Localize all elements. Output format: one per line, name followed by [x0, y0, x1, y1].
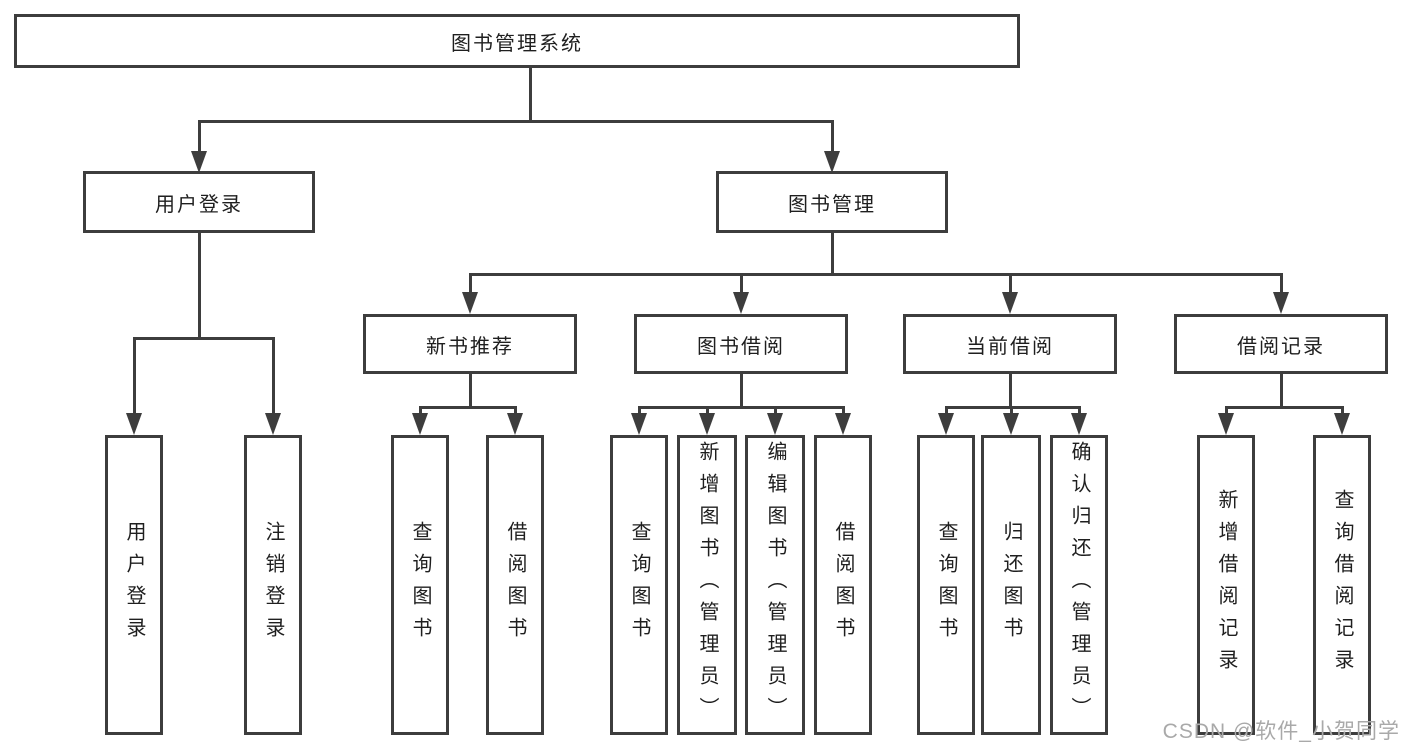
node-borrow-records: 借阅记录	[1174, 314, 1388, 374]
node-label: 图书管理系统	[451, 32, 583, 55]
node-edit-book-admin: 编辑图书（管理员）	[745, 435, 805, 735]
node-confirm-return-admin: 确认归还（管理员）	[1050, 435, 1108, 735]
arrow-down-icon	[733, 292, 749, 314]
connector-drop-leaf	[1009, 406, 1013, 415]
node-label: 借阅图书	[504, 521, 526, 649]
node-user-login: 用户登录	[83, 171, 315, 233]
node-label: 图书管理	[788, 193, 876, 216]
connector-drop-leaf	[705, 406, 709, 415]
arrow-down-icon	[1002, 292, 1018, 314]
connector-level3-bus	[468, 273, 1283, 276]
node-add-book-admin: 新增图书（管理员）	[677, 435, 737, 735]
connector-drop-book-mgmt	[830, 120, 834, 153]
node-query-book-current: 查询图书	[917, 435, 975, 735]
connector-drop-leaf	[513, 406, 517, 415]
connector-user-login-bus	[132, 337, 275, 340]
node-book-management: 图书管理	[716, 171, 948, 233]
connector-drop-leaf	[1224, 406, 1228, 415]
connector-drop-leaf	[773, 406, 777, 415]
node-label: 用户登录	[155, 193, 243, 216]
arrow-down-icon	[835, 413, 851, 435]
connector-groupB-stem	[739, 374, 743, 406]
connector-drop-new-book	[468, 273, 472, 294]
node-borrow-book-recommend: 借阅图书	[486, 435, 544, 735]
node-new-book-recommend: 新书推荐	[363, 314, 577, 374]
arrow-down-icon	[507, 413, 523, 435]
arrow-down-icon	[699, 413, 715, 435]
node-add-borrow-record: 新增借阅记录	[1197, 435, 1255, 735]
connector-root-stem	[528, 68, 532, 120]
connector-groupA-stem	[468, 374, 472, 406]
connector-drop-book-borrow	[739, 273, 743, 294]
node-query-borrow-record: 查询借阅记录	[1313, 435, 1371, 735]
node-library-management-system: 图书管理系统	[14, 14, 1020, 68]
connector-drop-leaf	[418, 406, 422, 415]
arrow-down-icon	[767, 413, 783, 435]
connector-level1-bus	[197, 120, 834, 123]
node-book-borrowing: 图书借阅	[634, 314, 848, 374]
arrow-down-icon	[126, 413, 142, 435]
connector-groupD-bus	[1224, 406, 1344, 409]
arrow-down-icon	[462, 292, 478, 314]
node-current-borrowing: 当前借阅	[903, 314, 1117, 374]
connector-drop-borrow-records	[1279, 273, 1283, 294]
connector-drop-leaf	[637, 406, 641, 415]
arrow-down-icon	[1071, 413, 1087, 435]
node-label: 归还图书	[1000, 521, 1022, 649]
node-label: 查询图书	[628, 521, 650, 649]
node-label: 借阅记录	[1237, 335, 1325, 358]
node-label: 确认归还（管理员）	[1068, 441, 1090, 729]
connector-drop-leaf	[944, 406, 948, 415]
node-label: 图书借阅	[697, 335, 785, 358]
node-label: 新增图书（管理员）	[696, 441, 718, 729]
node-label: 新书推荐	[426, 335, 514, 358]
node-label: 借阅图书	[832, 521, 854, 649]
arrow-down-icon	[631, 413, 647, 435]
node-label: 编辑图书（管理员）	[764, 441, 786, 729]
node-label: 查询图书	[409, 521, 431, 649]
node-user-login-leaf: 用户登录	[105, 435, 163, 735]
node-logout-leaf: 注销登录	[244, 435, 302, 735]
connector-drop-leaf	[841, 406, 845, 415]
arrow-down-icon	[1218, 413, 1234, 435]
arrow-down-icon	[1334, 413, 1350, 435]
connector-drop-current-borrow	[1008, 273, 1012, 294]
connector-drop-leaf	[1340, 406, 1344, 415]
arrow-down-icon	[1003, 413, 1019, 435]
csdn-watermark: CSDN @软件_小贺同学	[1162, 720, 1400, 743]
arrow-down-icon	[412, 413, 428, 435]
connector-drop-login-leaf	[132, 337, 136, 415]
arrow-down-icon	[265, 413, 281, 435]
node-label: 注销登录	[262, 521, 284, 649]
node-label: 新增借阅记录	[1215, 489, 1237, 681]
connector-user-login-stem	[197, 233, 201, 337]
arrow-down-icon	[191, 151, 207, 173]
connector-groupB-bus	[637, 406, 845, 409]
arrow-down-icon	[1273, 292, 1289, 314]
node-label: 用户登录	[123, 521, 145, 649]
connector-groupD-stem	[1279, 374, 1283, 406]
node-label: 查询图书	[935, 521, 957, 649]
connector-drop-logout-leaf	[271, 337, 275, 415]
connector-groupC-bus	[944, 406, 1081, 409]
connector-book-mgmt-stem	[830, 233, 834, 273]
connector-drop-user-login	[197, 120, 201, 153]
node-label: 查询借阅记录	[1331, 489, 1353, 681]
arrow-down-icon	[938, 413, 954, 435]
arrow-down-icon	[824, 151, 840, 173]
connector-groupC-stem	[1008, 374, 1012, 406]
node-query-book-recommend: 查询图书	[391, 435, 449, 735]
connector-groupA-bus	[418, 406, 517, 409]
node-query-book-borrow: 查询图书	[610, 435, 668, 735]
node-return-book: 归还图书	[981, 435, 1041, 735]
node-label: 当前借阅	[966, 335, 1054, 358]
connector-drop-leaf	[1077, 406, 1081, 415]
node-borrow-book: 借阅图书	[814, 435, 872, 735]
